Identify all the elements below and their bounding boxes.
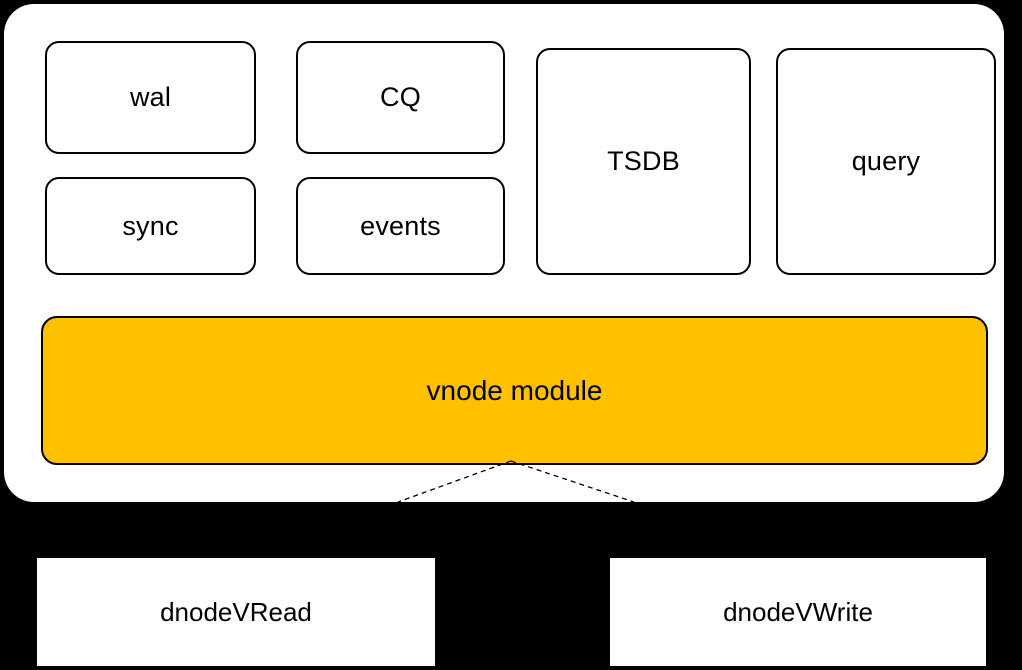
module-label-wal: wal [129, 82, 172, 112]
dnode-label-vread: dnodeVRead [160, 596, 312, 627]
vnode-module-bar[interactable]: vnode module [41, 316, 988, 465]
module-box-tsdb[interactable]: TSDB [536, 48, 751, 275]
module-box-cq[interactable]: CQ [296, 41, 505, 154]
module-box-events[interactable]: events [296, 177, 505, 275]
dnode-label-vwrite: dnodeVWrite [723, 596, 873, 627]
dnode-box-vread[interactable]: dnodeVRead [37, 558, 435, 666]
vnode-group-container: wal CQ sync events TSDB query vnode modu… [4, 4, 1004, 502]
dnode-box-vwrite[interactable]: dnodeVWrite [610, 558, 986, 666]
module-label-sync: sync [122, 210, 179, 241]
module-box-wal[interactable]: wal [45, 41, 256, 154]
module-label-cq: CQ [380, 82, 421, 112]
vnode-module-label: vnode module [426, 374, 603, 406]
module-box-sync[interactable]: sync [45, 177, 256, 275]
module-box-query[interactable]: query [776, 48, 996, 275]
module-label-events: events [360, 210, 441, 241]
module-label-query: query [851, 146, 921, 176]
module-label-tsdb: TSDB [607, 146, 680, 176]
